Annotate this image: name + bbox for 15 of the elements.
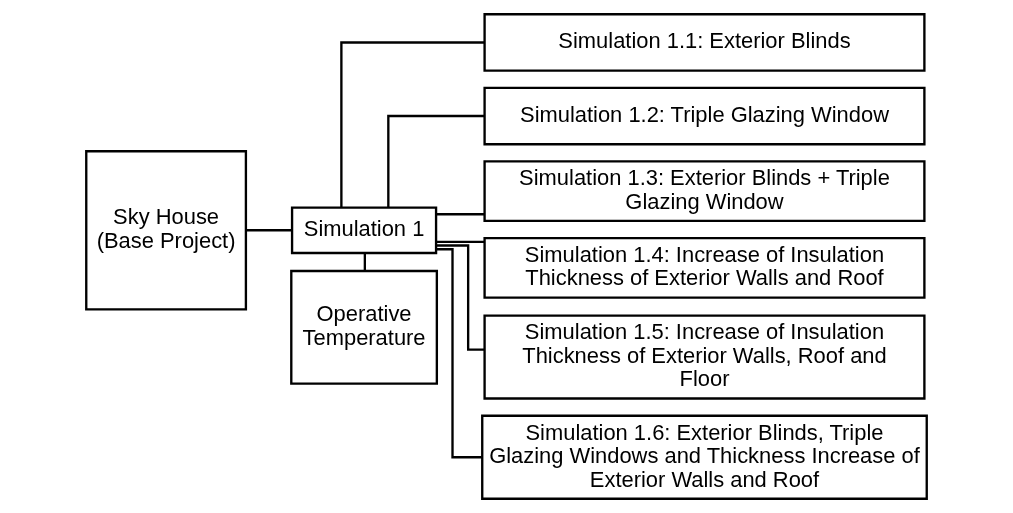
node-box: Simulation 1.3: Exterior Blinds + Triple Glazing Window bbox=[483, 160, 926, 223]
node-box: Simulation 1.2: Triple Glazing Window bbox=[483, 86, 926, 146]
connector bbox=[340, 41, 485, 208]
connector bbox=[387, 114, 485, 208]
node-box: Simulation 1.6: Exterior Blinds, Triple Glazing Windows and Thickness Increase of Exterior Walls and Roof bbox=[481, 414, 928, 500]
connector bbox=[436, 240, 485, 243]
connector bbox=[436, 248, 482, 459]
node-box: Simulation 1.4: Increase of Insulation Thickness of Exterior Walls and Roof bbox=[483, 236, 926, 299]
node-box: Simulation 1 bbox=[290, 206, 438, 255]
node-box: Simulation 1.1: Exterior Blinds bbox=[483, 13, 926, 72]
connector bbox=[246, 229, 292, 232]
node-box: Sky House (Base Project) bbox=[85, 150, 248, 311]
connector bbox=[436, 213, 485, 216]
node-box: Operative Temperature bbox=[290, 269, 439, 385]
node-box: Simulation 1.5: Increase of Insulation Thickness of Exterior Walls, Roof and Floor bbox=[483, 314, 926, 400]
